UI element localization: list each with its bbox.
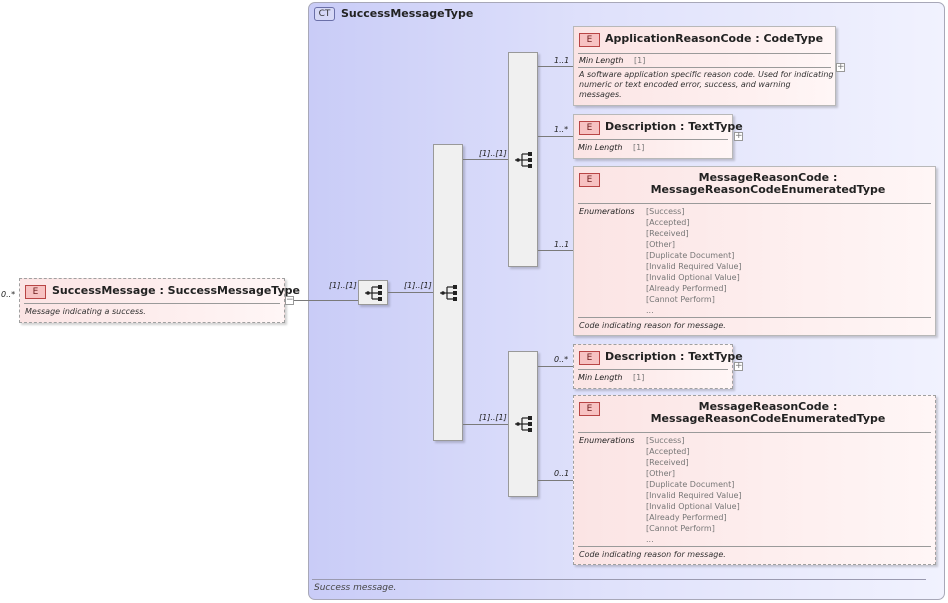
- app-reason-element-box[interactable]: E ApplicationReasonCode : CodeType Min L…: [573, 26, 836, 106]
- app-reason-documentation: A software application specific reason c…: [579, 70, 834, 99]
- message-reason-2-cardinality: 0..1: [554, 469, 570, 478]
- root-seq-cardinality: [1]..[1]: [329, 281, 357, 290]
- description-2-facet-label: Min Length: [578, 373, 623, 382]
- sequence-icon: [515, 152, 532, 168]
- message-reason-1-element-box[interactable]: E MessageReasonCode : MessageReasonCodeE…: [573, 166, 936, 336]
- description-1-name: Description : TextType: [605, 120, 743, 133]
- message-reason-2-enum-9: ...: [646, 535, 654, 544]
- root-element-box[interactable]: E SuccessMessage : SuccessMessageType Me…: [19, 278, 300, 323]
- description-2-cardinality: 0..*: [554, 355, 569, 364]
- message-reason-1-enum-4: [Duplicate Document]: [646, 251, 735, 260]
- connector-root-seq: [294, 300, 358, 301]
- connector-description-2: [538, 366, 573, 367]
- description-2-facet-value: [1]: [633, 373, 645, 382]
- root-collapse-icon[interactable]: −: [285, 295, 294, 305]
- choice-bottom-cardinality: [1]..[1]: [479, 413, 507, 422]
- sequence-icon: [365, 285, 382, 301]
- app-reason-badge: E: [579, 33, 600, 47]
- description-2-divider: [578, 369, 728, 370]
- connector-choice-bottom: [463, 424, 508, 425]
- message-reason-1-cardinality: 1..1: [554, 240, 570, 249]
- message-reason-1-enum-9: ...: [646, 306, 654, 315]
- message-reason-2-enum-2: [Received]: [646, 458, 689, 467]
- message-reason-1-enum-3: [Other]: [646, 240, 675, 249]
- message-reason-2-enum-6: [Invalid Optional Value]: [646, 502, 740, 511]
- root-element-name: SuccessMessage : SuccessMessageType: [52, 284, 300, 297]
- app-reason-facet-label: Min Length: [579, 56, 624, 65]
- message-reason-2-enum-0: [Success]: [646, 436, 685, 445]
- message-reason-2-divider: [578, 432, 931, 433]
- connector-choice-top: [463, 159, 508, 160]
- app-reason-cardinality: 1..1: [554, 56, 570, 65]
- message-reason-2-facet-label: Enumerations: [579, 436, 635, 445]
- message-reason-2-enum-3: [Other]: [646, 469, 675, 478]
- message-reason-2-divider-2: [578, 546, 931, 547]
- message-reason-1-facet-label: Enumerations: [579, 207, 635, 216]
- message-reason-1-enum-5: [Invalid Required Value]: [646, 262, 742, 271]
- description-2-name: Description : TextType: [605, 350, 743, 363]
- complex-type-badge: CT: [314, 7, 335, 21]
- description-1-facet-label: Min Length: [578, 143, 623, 152]
- root-divider: [24, 303, 280, 304]
- description-1-divider: [578, 139, 728, 140]
- app-reason-divider: [578, 53, 831, 54]
- message-reason-2-documentation: Code indicating reason for message.: [579, 550, 726, 559]
- app-reason-expand-icon[interactable]: +: [836, 62, 845, 72]
- root-cardinality: 0..*: [1, 290, 16, 299]
- connector-app-reason: [538, 66, 573, 67]
- message-reason-1-divider: [578, 203, 931, 204]
- message-reason-2-element-box[interactable]: E MessageReasonCode : MessageReasonCodeE…: [573, 395, 936, 565]
- message-reason-2-enum-1: [Accepted]: [646, 447, 690, 456]
- choice-top-cardinality: [1]..[1]: [479, 149, 507, 158]
- connector-seq-choice: [388, 292, 433, 293]
- complex-type-name: SuccessMessageType: [341, 7, 474, 20]
- message-reason-1-enum-1: [Accepted]: [646, 218, 690, 227]
- message-reason-2-enum-5: [Invalid Required Value]: [646, 491, 742, 500]
- message-reason-1-enum-7: [Already Performed]: [646, 284, 727, 293]
- app-reason-name: ApplicationReasonCode : CodeType: [605, 32, 824, 45]
- choice-icon: [440, 285, 457, 301]
- choice-compositor[interactable]: [433, 144, 463, 441]
- description-1-cardinality: 1..*: [554, 125, 569, 134]
- root-documentation: Message indicating a success.: [25, 307, 146, 316]
- sequence-group-2[interactable]: [508, 351, 538, 497]
- message-reason-2-enum-8: [Cannot Perform]: [646, 524, 715, 533]
- message-reason-1-badge: E: [579, 173, 600, 187]
- sequence-icon: [515, 416, 532, 432]
- description-1-element-box[interactable]: E Description : TextType Min Length [1]: [573, 114, 743, 159]
- app-reason-divider-2: [578, 67, 831, 68]
- message-reason-1-documentation: Code indicating reason for message.: [579, 321, 726, 330]
- sequence-compositor[interactable]: [358, 280, 388, 305]
- complex-type-doc-divider: [312, 579, 926, 580]
- connector-message-reason-1: [538, 250, 573, 251]
- seq-choice-cardinality: [1]..[1]: [404, 281, 432, 290]
- message-reason-1-enum-6: [Invalid Optional Value]: [646, 273, 740, 282]
- app-reason-facet-value: [1]: [634, 56, 646, 65]
- message-reason-1-divider-2: [578, 317, 931, 318]
- message-reason-1-enum-0: [Success]: [646, 207, 685, 216]
- root-element-badge: E: [25, 285, 46, 299]
- complex-type-documentation: Success message.: [314, 583, 397, 593]
- message-reason-2-enum-7: [Already Performed]: [646, 513, 727, 522]
- description-2-element-box[interactable]: E Description : TextType Min Length [1]: [573, 344, 743, 389]
- description-1-facet-value: [1]: [633, 143, 645, 152]
- description-2-expand-icon[interactable]: +: [734, 361, 743, 371]
- message-reason-1-enum-8: [Cannot Perform]: [646, 295, 715, 304]
- description-1-expand-icon[interactable]: +: [734, 131, 743, 141]
- connector-message-reason-2: [538, 480, 573, 481]
- description-1-badge: E: [579, 121, 600, 135]
- message-reason-1-name: MessageReasonCode : MessageReasonCodeEnu…: [650, 171, 886, 196]
- message-reason-2-name: MessageReasonCode : MessageReasonCodeEnu…: [650, 400, 886, 425]
- sequence-group-1[interactable]: [508, 52, 538, 267]
- connector-description-1: [538, 136, 573, 137]
- message-reason-2-badge: E: [579, 402, 600, 416]
- description-2-badge: E: [579, 351, 600, 365]
- message-reason-1-enum-2: [Received]: [646, 229, 689, 238]
- message-reason-2-enum-4: [Duplicate Document]: [646, 480, 735, 489]
